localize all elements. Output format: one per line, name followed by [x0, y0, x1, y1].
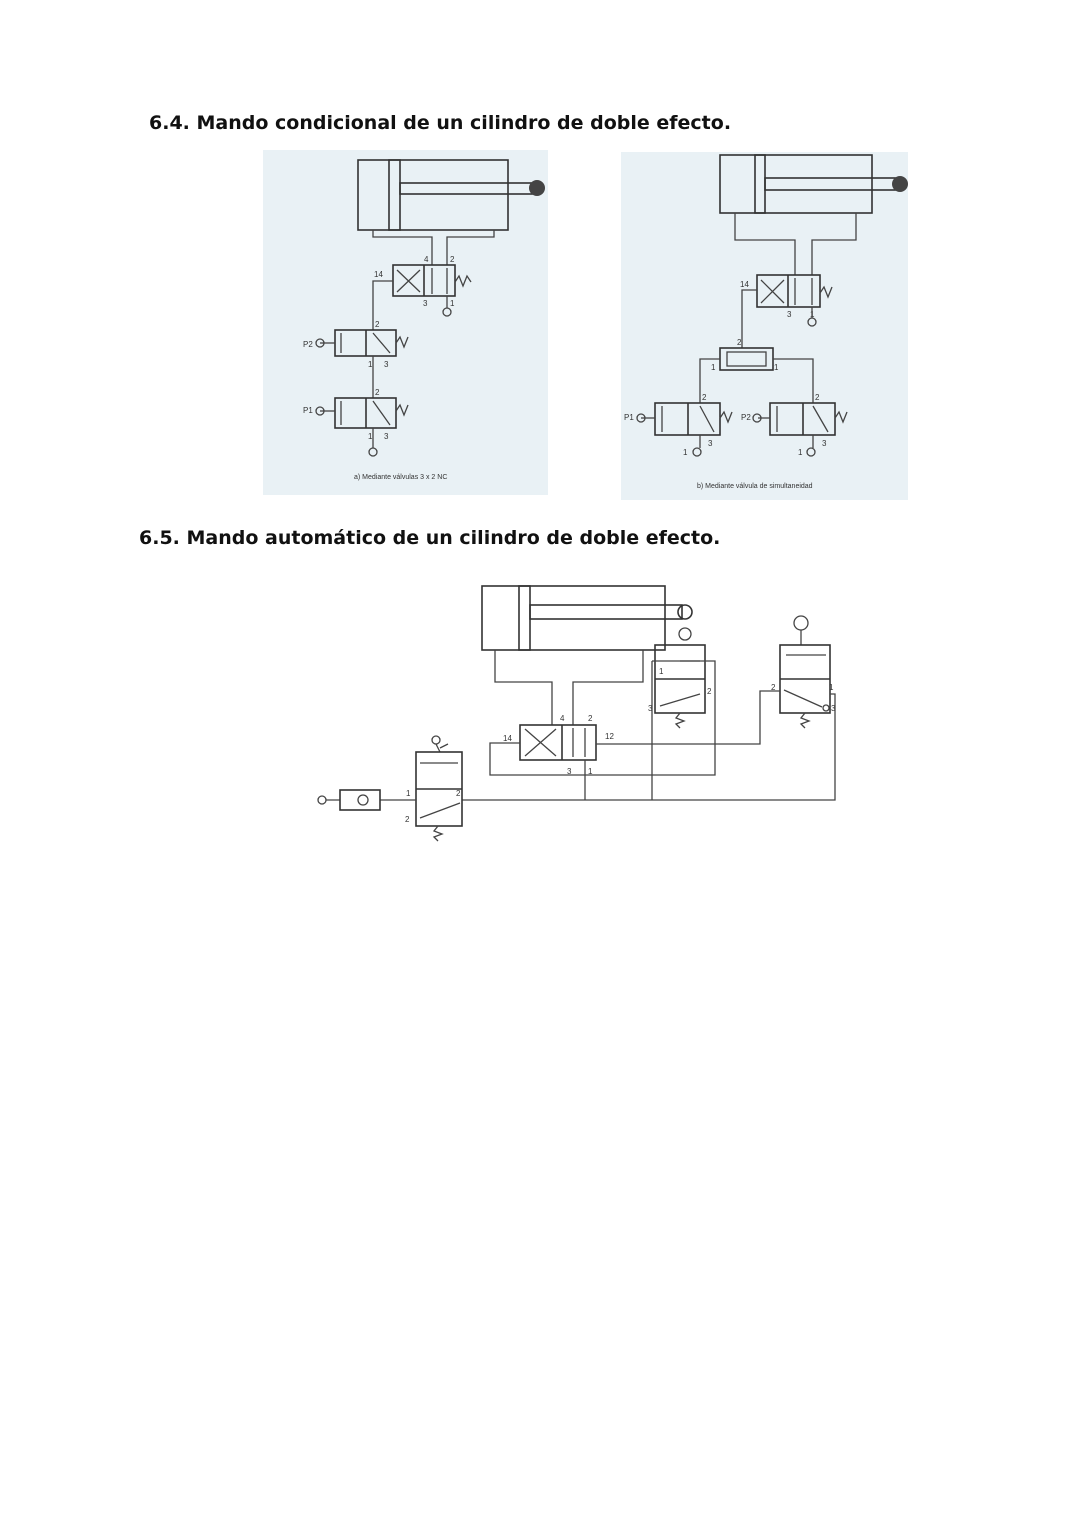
figure-automatic-control: 1 2 3 2 1 3 4 2 14 12 3 1 1 2 2	[300, 575, 860, 860]
port-label: 1	[406, 789, 411, 798]
port-label: 2	[707, 687, 712, 696]
port-label: 2	[815, 393, 820, 402]
simultaneity-valve	[719, 347, 774, 371]
port-label: 2	[405, 815, 410, 824]
port-label: 1	[774, 363, 779, 372]
piston-rod	[399, 182, 536, 195]
rod-end	[529, 180, 545, 196]
pneumatic-diagram-b: 14 3 1 2 1 1 2 1 3 P1 2 1 3 P2 b) Median…	[624, 154, 908, 490]
roller-icon	[678, 627, 692, 641]
port-label: 2	[588, 714, 593, 723]
double-acting-cylinder	[481, 585, 666, 651]
pneumatic-diagram-c: 1 2 3 2 1 3 4 2 14 12 3 1 1 2 2	[317, 585, 836, 842]
figure-b-caption: b) Mediante válvula de simultaneidad	[697, 483, 813, 490]
port-label: 1	[368, 432, 373, 441]
piston-rod	[764, 177, 898, 191]
port-label: P1	[624, 413, 634, 422]
port-label: 3	[384, 360, 389, 369]
port-label: 3	[384, 432, 389, 441]
port-label: 2	[450, 255, 455, 264]
port-label: 14	[503, 734, 512, 743]
port-label: 1	[450, 299, 455, 308]
port-label: 1	[368, 360, 373, 369]
port-label: 1	[711, 363, 716, 372]
port-label: 4	[560, 714, 565, 723]
piston-rod	[529, 604, 683, 620]
section-heading-6-5: 6.5. Mando automático de un cilindro de …	[139, 527, 721, 549]
port-label: 2	[375, 388, 380, 397]
lever-icon	[431, 735, 441, 745]
port-label: 1	[798, 448, 803, 457]
port-label: 3	[423, 299, 428, 308]
port-label: 3	[708, 439, 713, 448]
port-label: 3	[787, 310, 792, 319]
pneumatic-diagram-a: 4 2 14 3 1 2 1 3 P2 2 1 3 P1 a) Mediante…	[303, 159, 545, 481]
section-heading-6-4: 6.4. Mando condicional de un cilindro de…	[149, 112, 732, 134]
rod-end	[677, 604, 693, 620]
port-label: 12	[605, 732, 614, 741]
port-label: 14	[374, 270, 383, 279]
port-label: 3	[648, 704, 653, 713]
figure-simultaneity-control: 14 3 1 2 1 1 2 1 3 P1 2 1 3 P2 b) Median…	[621, 152, 908, 500]
double-acting-cylinder	[719, 154, 873, 214]
port-label: 3	[822, 439, 827, 448]
port-label: 1	[588, 767, 593, 776]
roller-icon	[793, 615, 809, 631]
port-label: 3	[567, 767, 572, 776]
port-label: 2	[737, 338, 742, 347]
double-acting-cylinder	[357, 159, 509, 231]
port-label: 2	[771, 683, 776, 692]
port-label: 2	[375, 320, 380, 329]
port-label: P1	[303, 406, 313, 415]
port-label: 2	[456, 789, 461, 798]
port-label: 1	[659, 667, 664, 676]
port-label: 1	[683, 448, 688, 457]
port-label: 14	[740, 280, 749, 289]
port-label: P2	[741, 413, 751, 422]
port-label: 3	[831, 704, 836, 713]
figure-conditional-control: 4 2 14 3 1 2 1 3 P2 2 1 3 P1 a) Mediante…	[263, 150, 548, 495]
air-supply-icon	[317, 795, 327, 805]
port-label: 1	[829, 683, 834, 692]
port-label: 2	[702, 393, 707, 402]
port-label: 4	[424, 255, 429, 264]
port-label: P2	[303, 340, 313, 349]
figure-a-caption: a) Mediante válvulas 3 x 2 NC	[354, 474, 447, 481]
rod-end	[892, 176, 908, 192]
air-filter-unit	[339, 789, 381, 811]
